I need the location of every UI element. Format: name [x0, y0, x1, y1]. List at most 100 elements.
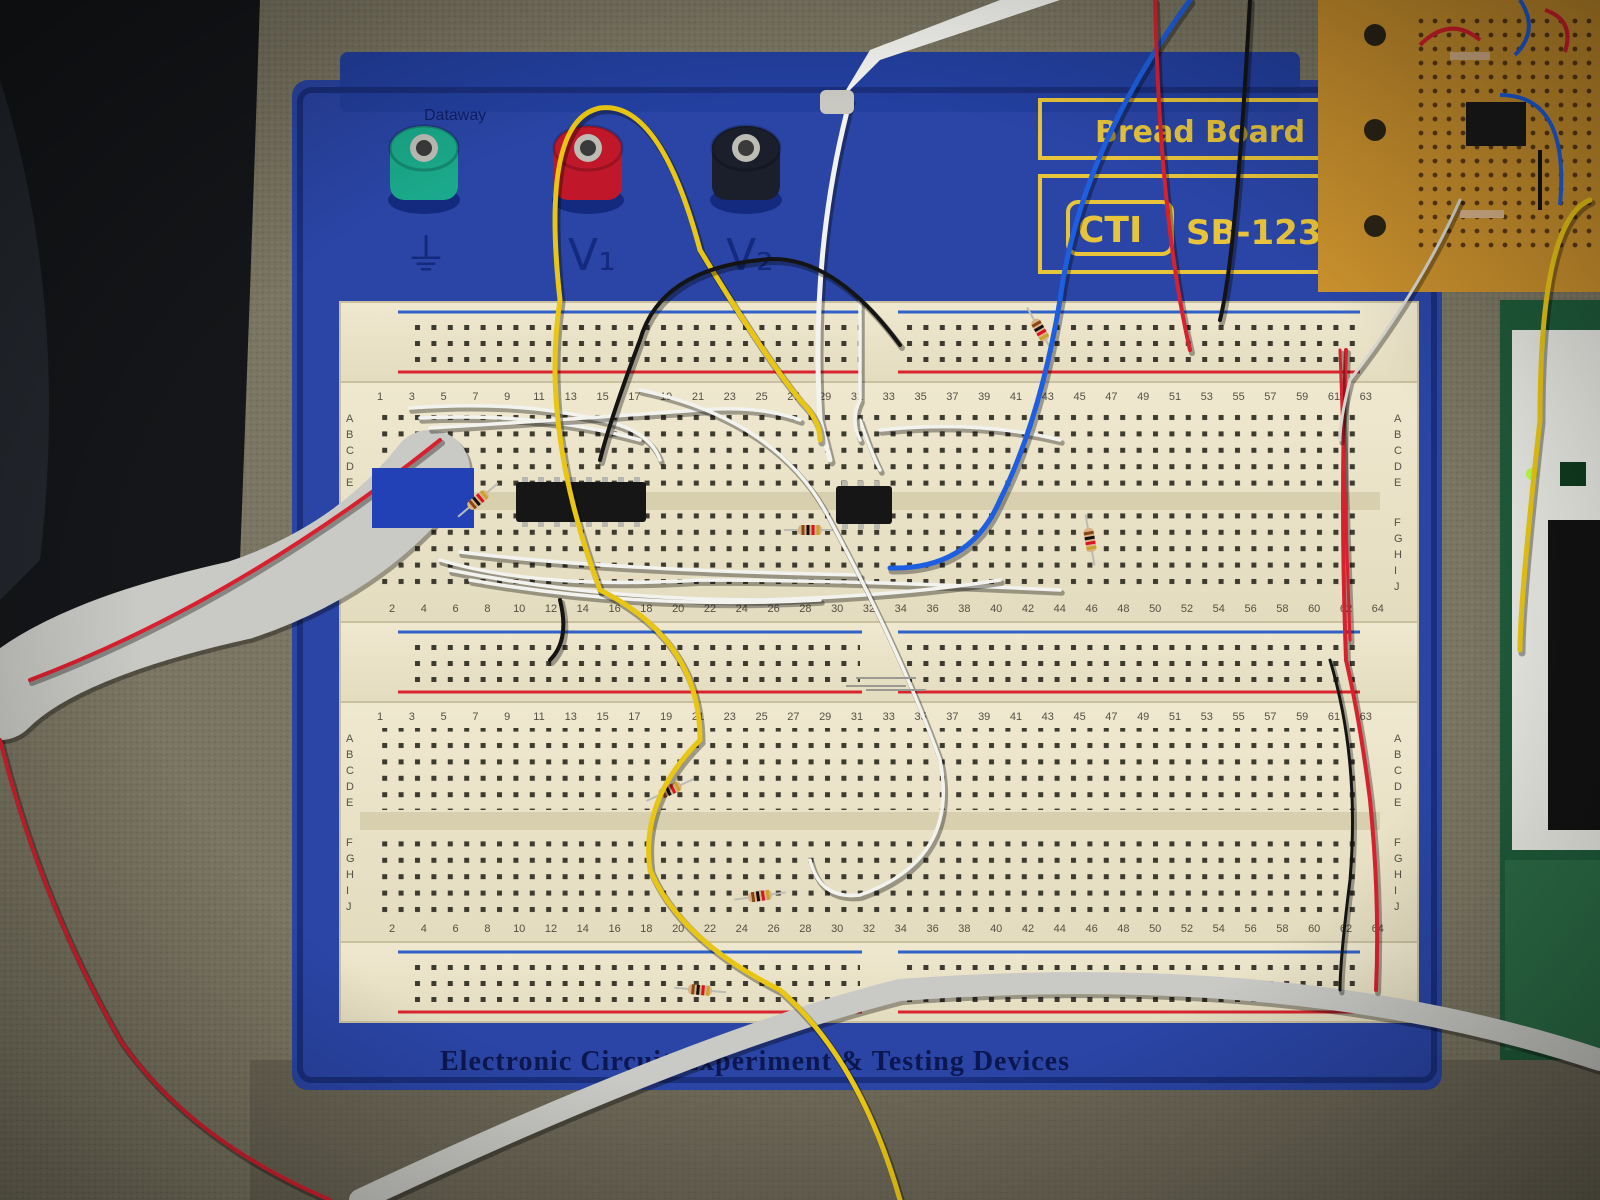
row-letter: H — [1394, 549, 1402, 561]
column-number: 2 — [389, 603, 395, 615]
column-number: 34 — [895, 603, 907, 615]
column-number: 42 — [1022, 923, 1034, 935]
column-number: 30 — [831, 603, 843, 615]
column-number: 52 — [1181, 603, 1193, 615]
column-number: 14 — [577, 923, 589, 935]
column-number: 28 — [799, 923, 811, 935]
column-number: 38 — [958, 923, 970, 935]
column-number: 30 — [831, 923, 843, 935]
column-number: 11 — [533, 391, 544, 403]
pcb-ic-chip — [1466, 102, 1526, 146]
row-letter: C — [1394, 765, 1402, 777]
row-letter: F — [346, 837, 353, 849]
power-rail-top — [339, 301, 1419, 383]
column-number: 17 — [628, 391, 640, 403]
column-number: 44 — [1054, 923, 1066, 935]
column-number: 57 — [1264, 391, 1276, 403]
column-number: 36 — [926, 923, 938, 935]
column-number: 48 — [1117, 603, 1129, 615]
row-letter: A — [1394, 733, 1402, 745]
column-number: 1 — [377, 391, 383, 403]
column-number: 63 — [1360, 391, 1372, 403]
row-letter: E — [1394, 477, 1401, 489]
column-number: 41 — [1010, 711, 1022, 723]
column-number: 60 — [1308, 603, 1320, 615]
ic-chip-main — [516, 482, 646, 522]
row-letter: D — [346, 461, 354, 473]
column-number: 1 — [377, 711, 383, 723]
row-letter: C — [346, 445, 354, 457]
column-number: 3 — [409, 711, 415, 723]
column-number: 24 — [736, 923, 748, 935]
column-number: 45 — [1073, 711, 1085, 723]
column-number: 31 — [851, 711, 863, 723]
row-letter: E — [346, 797, 353, 809]
row-letter: A — [346, 733, 354, 745]
column-number: 22 — [704, 923, 716, 935]
column-number: 56 — [1244, 603, 1256, 615]
column-number: 52 — [1181, 923, 1193, 935]
column-number: 8 — [484, 603, 490, 615]
column-number: 4 — [421, 603, 427, 615]
row-letter: D — [1394, 461, 1402, 473]
row-letter: C — [346, 765, 354, 777]
column-number: 61 — [1328, 391, 1340, 403]
column-number: 57 — [1264, 711, 1276, 723]
column-number: 40 — [990, 923, 1002, 935]
column-number: 7 — [472, 391, 478, 403]
column-number: 17 — [628, 711, 640, 723]
column-number: 43 — [1042, 711, 1054, 723]
column-number: 48 — [1117, 923, 1129, 935]
row-letter: J — [1394, 901, 1400, 913]
column-number: 58 — [1276, 923, 1288, 935]
column-number: 5 — [441, 391, 447, 403]
column-number: 54 — [1213, 923, 1225, 935]
column-number: 10 — [513, 923, 525, 935]
column-number: 23 — [724, 711, 736, 723]
column-number: 29 — [819, 711, 831, 723]
column-number: 50 — [1149, 923, 1161, 935]
column-number: 8 — [484, 923, 490, 935]
row-letter: I — [1394, 565, 1397, 577]
row-letter: E — [346, 477, 353, 489]
column-number: 6 — [453, 923, 459, 935]
column-number: 14 — [577, 603, 589, 615]
row-letter: J — [346, 901, 352, 913]
column-number: 33 — [883, 391, 895, 403]
column-number: 13 — [565, 711, 577, 723]
post-label: ⏚ — [404, 230, 448, 281]
column-number: 37 — [946, 391, 958, 403]
column-number: 37 — [946, 711, 958, 723]
column-number: 13 — [565, 391, 577, 403]
row-letter: G — [346, 853, 355, 865]
column-number: 46 — [1085, 923, 1097, 935]
row-letter: E — [1394, 797, 1401, 809]
brand-logo-text: CTI — [1078, 210, 1142, 251]
microcontroller-board — [1500, 300, 1600, 1060]
column-number: 54 — [1213, 603, 1225, 615]
column-number: 3 — [409, 391, 415, 403]
column-number: 44 — [1054, 603, 1066, 615]
post-label: V₁ — [568, 230, 616, 281]
row-letter: C — [1394, 445, 1402, 457]
column-number: 56 — [1244, 923, 1256, 935]
column-number: 9 — [504, 711, 510, 723]
column-number: 53 — [1201, 391, 1213, 403]
column-number: 51 — [1169, 391, 1181, 403]
column-number: 38 — [958, 603, 970, 615]
row-letter: D — [1394, 781, 1402, 793]
column-number: 55 — [1232, 391, 1244, 403]
column-number: 60 — [1308, 923, 1320, 935]
row-letter: F — [1394, 837, 1401, 849]
column-number: 18 — [640, 923, 652, 935]
column-number: 32 — [863, 923, 875, 935]
post-caption: Dataway — [424, 107, 486, 124]
column-number: 51 — [1169, 711, 1181, 723]
row-letter: G — [1394, 533, 1403, 545]
column-number: 49 — [1137, 391, 1149, 403]
column-number: 34 — [895, 923, 907, 935]
column-number: 59 — [1296, 711, 1308, 723]
column-number: 23 — [724, 391, 736, 403]
